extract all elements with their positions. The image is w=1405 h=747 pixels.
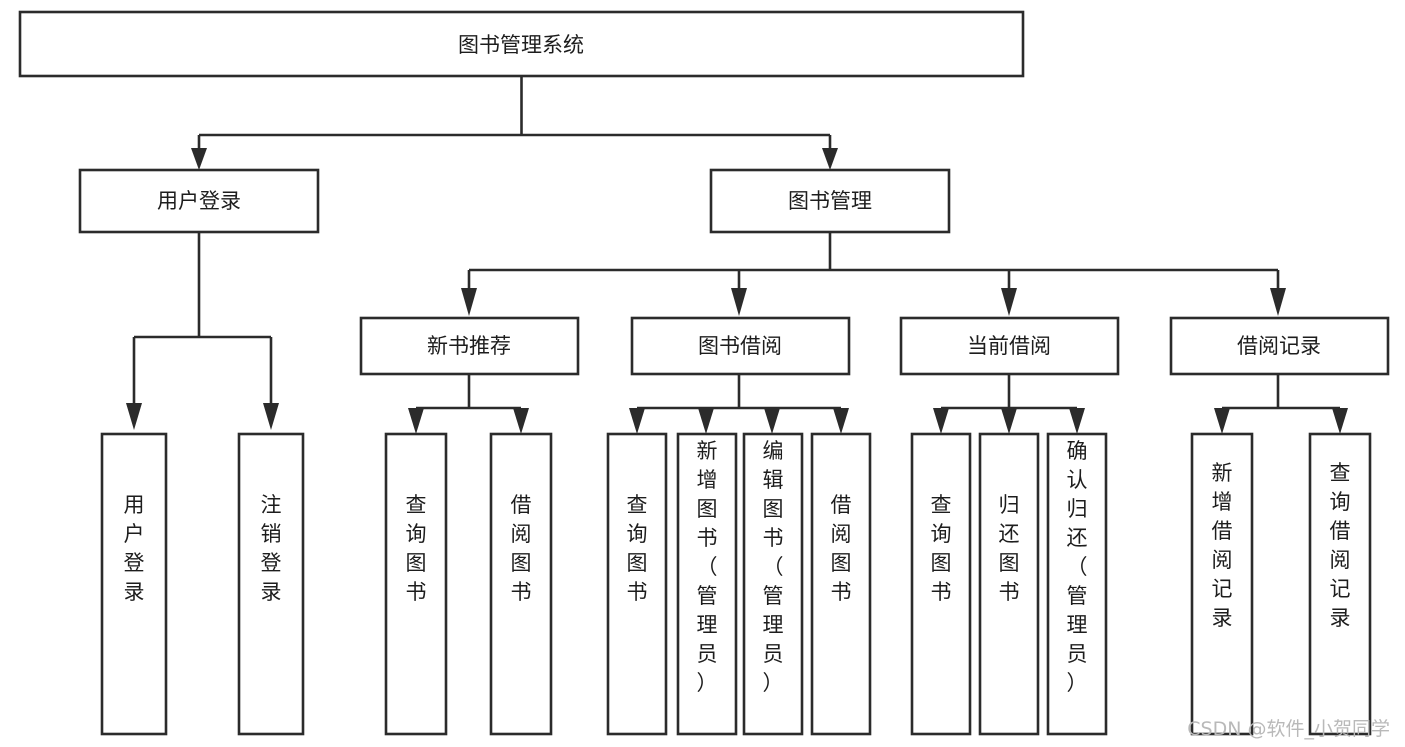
leaf-query-book-2-label: 查询图书 [627, 493, 648, 604]
leaf-borrow-book-2[interactable]: 借阅图书 [810, 432, 872, 736]
node-new-book-rec[interactable]: 新书推荐 [359, 316, 580, 376]
node-user-login-label: 用户登录 [157, 189, 241, 213]
leaf-query-book-2-box[interactable] [606, 432, 668, 736]
leaf-user-logout[interactable]: 注销登录 [237, 432, 305, 736]
leaf-query-book-1-label: 查询图书 [406, 493, 427, 604]
leaf-user-logout-box[interactable] [237, 432, 305, 736]
leaf-borrow-book-1-box[interactable] [489, 432, 553, 736]
node-borrow-record[interactable]: 借阅记录 [1169, 316, 1390, 376]
arrow-to-borrow-record [1270, 288, 1286, 316]
leaf-return-book[interactable]: 归还图书 [978, 432, 1040, 736]
leaf-query-book-1[interactable]: 查询图书 [384, 432, 448, 736]
leaf-query-book-1-box[interactable] [384, 432, 448, 736]
leaf-user-login-label: 用户登录 [124, 493, 145, 604]
leaf-borrow-book-1[interactable]: 借阅图书 [489, 432, 553, 736]
leaf-return-book-box[interactable] [978, 432, 1040, 736]
leaf-add-book-box[interactable] [676, 432, 738, 736]
arrow-to-book-manage [822, 148, 838, 170]
leaf-add-book[interactable]: 新增图书（管理员） [676, 432, 738, 736]
leaf-query-record[interactable]: 查询借阅记录 [1308, 432, 1372, 736]
node-book-borrow-label: 图书借阅 [698, 334, 782, 358]
connector-layer [126, 76, 1348, 434]
arrow-to-leaf-add-book [698, 408, 714, 434]
arrow-to-leaf-user-login [126, 403, 142, 430]
node-new-book-rec-box[interactable] [359, 316, 580, 376]
leaf-query-book-3[interactable]: 查询图书 [910, 432, 972, 736]
leaf-query-book-2[interactable]: 查询图书 [606, 432, 668, 736]
leaf-edit-book-label: 编辑图书（管理员） [763, 439, 784, 695]
leaf-add-record[interactable]: 新增借阅记录 [1190, 432, 1254, 736]
arrow-to-leaf-query-record [1332, 408, 1348, 434]
leaf-user-logout-label: 注销登录 [261, 493, 282, 604]
leaf-confirm-return-box[interactable] [1046, 432, 1108, 736]
leaf-confirm-return-label: 确认归还（管理员） [1067, 439, 1088, 695]
leaf-borrow-book-1-label: 借阅图书 [511, 493, 532, 604]
arrow-to-leaf-query-book-1 [408, 408, 424, 434]
node-user-login[interactable]: 用户登录 [78, 168, 320, 234]
leaf-query-book-3-label: 查询图书 [931, 493, 952, 604]
csdn-watermark: CSDN @软件_小贺同学 [1187, 718, 1390, 740]
leaf-query-record-box[interactable] [1308, 432, 1372, 736]
leaf-user-login-box[interactable] [100, 432, 168, 736]
node-book-borrow-box[interactable] [630, 316, 851, 376]
node-current-borrow-label: 当前借阅 [967, 334, 1051, 358]
leaf-edit-book-box[interactable] [742, 432, 804, 736]
leaf-user-login[interactable]: 用户登录 [100, 432, 168, 736]
leaf-confirm-return[interactable]: 确认归还（管理员） [1046, 432, 1108, 736]
node-book-manage-box[interactable] [709, 168, 951, 234]
node-borrow-record-box[interactable] [1169, 316, 1390, 376]
node-current-borrow-box[interactable] [899, 316, 1120, 376]
arrow-to-leaf-borrow-book-2 [833, 408, 849, 434]
arrow-to-leaf-confirm-return [1069, 408, 1085, 434]
node-borrow-record-label: 借阅记录 [1237, 334, 1321, 358]
arrow-to-leaf-query-book-3 [933, 408, 949, 434]
leaf-query-record-label: 查询借阅记录 [1330, 461, 1351, 630]
node-book-manage[interactable]: 图书管理 [709, 168, 951, 234]
leaf-add-book-label: 新增图书（管理员） [697, 439, 718, 695]
node-book-manage-label: 图书管理 [788, 189, 872, 213]
arrow-to-leaf-edit-book [764, 408, 780, 434]
leaf-return-book-label: 归还图书 [999, 493, 1020, 604]
leaf-add-record-label: 新增借阅记录 [1212, 461, 1233, 630]
arrow-to-user-login [191, 148, 207, 170]
leaf-query-book-3-box[interactable] [910, 432, 972, 736]
node-new-book-rec-label: 新书推荐 [427, 334, 511, 358]
arrow-to-new-book-rec [461, 288, 477, 316]
leaf-edit-book[interactable]: 编辑图书（管理员） [742, 432, 804, 736]
arrow-to-current-borrow [1001, 288, 1017, 316]
arrow-to-leaf-user-logout [263, 403, 279, 430]
node-user-login-box[interactable] [78, 168, 320, 234]
leaf-borrow-book-2-label: 借阅图书 [831, 493, 852, 604]
leaf-borrow-book-2-box[interactable] [810, 432, 872, 736]
arrow-to-book-borrow [731, 288, 747, 316]
node-root-box[interactable] [18, 10, 1025, 78]
arrow-to-leaf-add-record [1214, 408, 1230, 434]
arrow-to-leaf-return-book [1001, 408, 1017, 434]
node-book-borrow[interactable]: 图书借阅 [630, 316, 851, 376]
node-root-label: 图书管理系统 [458, 33, 584, 57]
arrow-to-leaf-query-book-2 [629, 408, 645, 434]
leaf-add-record-box[interactable] [1190, 432, 1254, 736]
arrow-to-leaf-borrow-book-1 [513, 408, 529, 434]
node-current-borrow[interactable]: 当前借阅 [899, 316, 1120, 376]
node-root[interactable]: 图书管理系统 [18, 10, 1025, 78]
